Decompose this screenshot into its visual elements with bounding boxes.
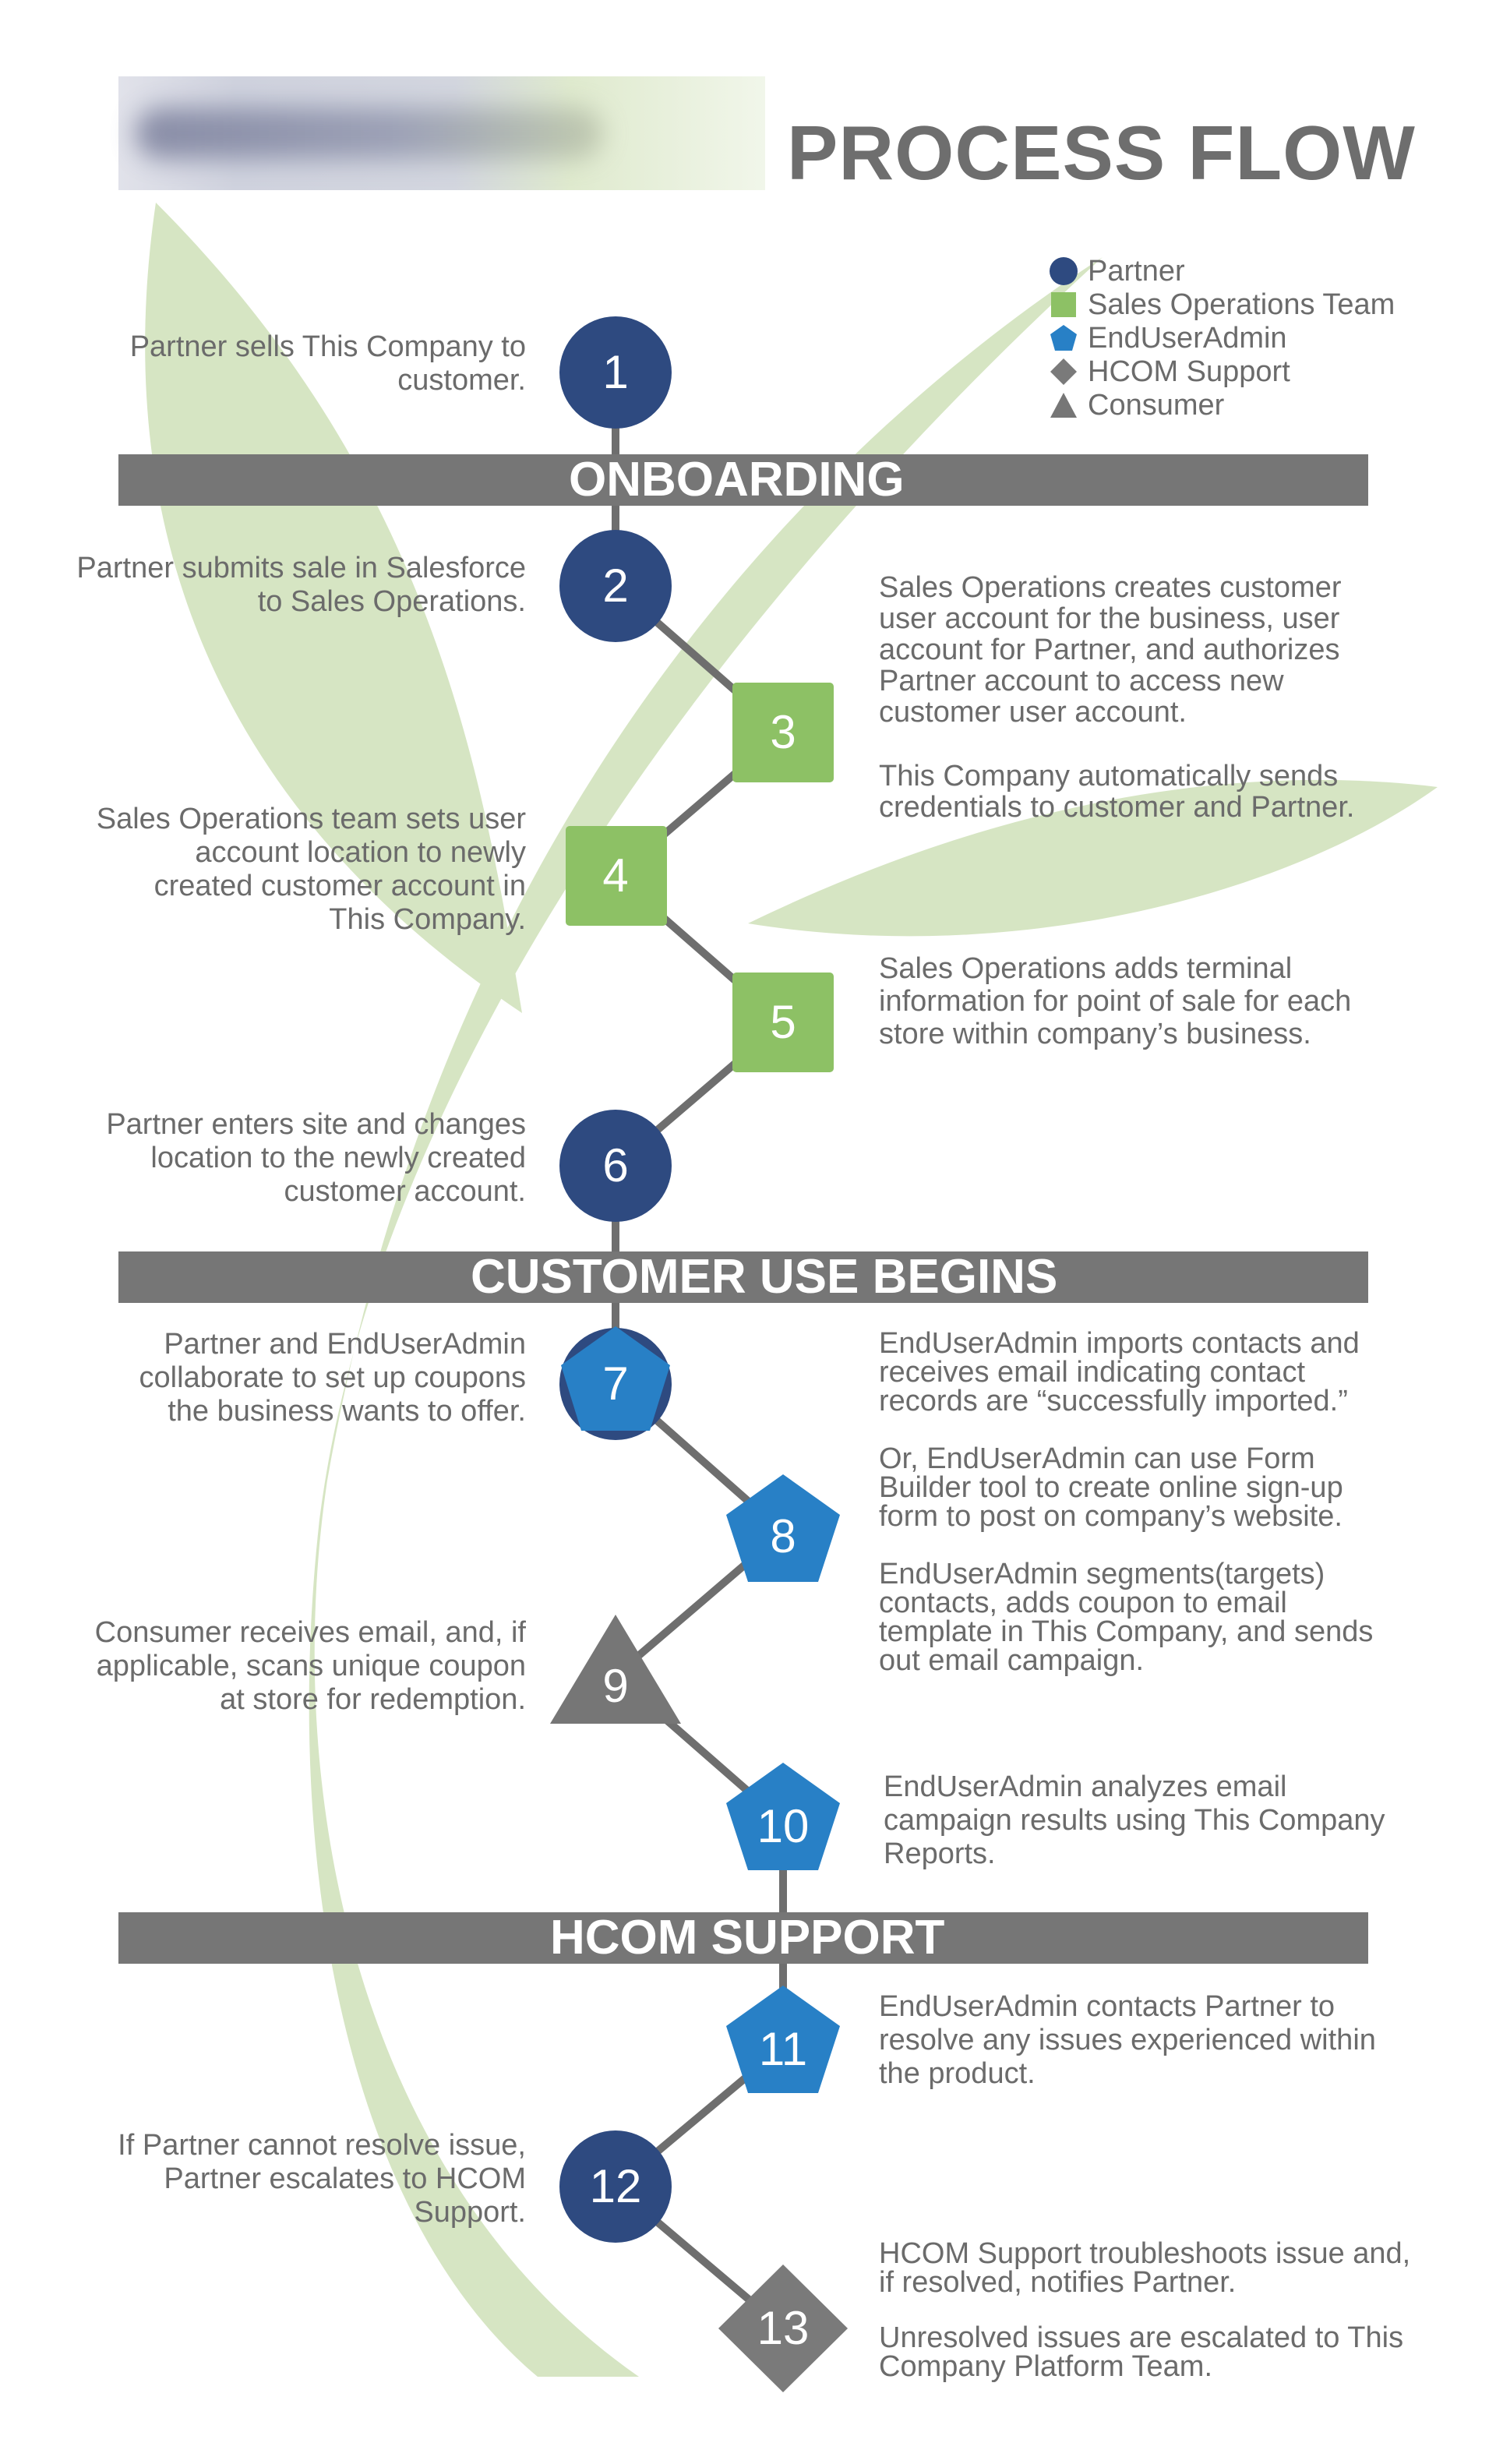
section-label: HCOM SUPPORT bbox=[550, 1911, 945, 1964]
step-13-number: 13 bbox=[757, 2302, 810, 2354]
step-10-shape bbox=[726, 1763, 840, 1870]
section-label: ONBOARDING bbox=[569, 453, 905, 507]
step-8-shape bbox=[726, 1474, 840, 1582]
nodes bbox=[550, 316, 848, 2392]
step-12-number: 12 bbox=[589, 2160, 642, 2212]
step-2-description: Partner submits sale in Salesforce to Sa… bbox=[76, 552, 526, 618]
step-3-description: Sales Operations creates customer user a… bbox=[879, 571, 1342, 729]
step-11-number: 11 bbox=[758, 2023, 808, 2075]
step-13-description: HCOM Support troubleshoots issue and, if… bbox=[879, 2237, 1411, 2299]
pentagon-icon bbox=[1050, 325, 1077, 351]
section-band-customer-use-begins: CUSTOMER USE BEGINS bbox=[118, 1251, 1368, 1303]
legend-label: HCOM Support bbox=[1088, 355, 1290, 388]
right-leaf bbox=[748, 779, 1438, 937]
step-7-number: 7 bbox=[602, 1357, 629, 1410]
legend-item-sales-operations: Sales Operations Team bbox=[1049, 288, 1395, 322]
step-9-shape bbox=[550, 1615, 681, 1724]
step-9-number: 9 bbox=[602, 1660, 629, 1712]
square-icon bbox=[1051, 292, 1076, 317]
step-3-shape bbox=[732, 683, 834, 782]
step-4-shape bbox=[566, 826, 667, 926]
main-stem bbox=[309, 257, 1103, 2377]
step-6-shape bbox=[559, 1110, 672, 1222]
legend-item-partner: Partner bbox=[1049, 254, 1185, 288]
step-11-shape bbox=[726, 1986, 840, 2093]
step-6-number: 6 bbox=[602, 1139, 629, 1191]
step-7-shape bbox=[561, 1326, 670, 1431]
left-leaf bbox=[145, 203, 522, 1013]
step-12-description: If Partner cannot resolve issue, Partner… bbox=[118, 2129, 526, 2229]
step-5-shape bbox=[732, 973, 834, 1072]
legend-item-hcom-support: HCOM Support bbox=[1049, 355, 1290, 389]
step-12-shape bbox=[559, 2130, 672, 2243]
step-10-description: EndUserAdmin analyzes email campaign res… bbox=[884, 1770, 1385, 1870]
triangle-icon bbox=[1050, 393, 1077, 418]
step-5-number: 5 bbox=[770, 996, 796, 1048]
step-8-number: 8 bbox=[770, 1510, 796, 1562]
section-band-onboarding: ONBOARDING bbox=[118, 454, 1368, 506]
step-13-shape bbox=[718, 2265, 848, 2392]
legend-item-enduseradmin: EndUserAdmin bbox=[1049, 321, 1287, 355]
step-9-description: Consumer receives email, and, if applica… bbox=[94, 1616, 526, 1716]
step-1-description: Partner sells This Company to customer. bbox=[129, 330, 526, 397]
step-13-note: Unresolved issues are escalated to This … bbox=[879, 2321, 1404, 2383]
legend-item-consumer: Consumer bbox=[1049, 388, 1224, 422]
step-5-description: Sales Operations adds terminal informati… bbox=[879, 952, 1352, 1050]
legend-label: Sales Operations Team bbox=[1088, 288, 1395, 321]
step-8-note-2: EndUserAdmin segments(targets) contacts,… bbox=[879, 1558, 1374, 1677]
legend-label: Consumer bbox=[1088, 388, 1225, 422]
step-7-description: Partner and EndUserAdmin collaborate to … bbox=[139, 1328, 526, 1428]
circle-icon bbox=[1050, 257, 1078, 285]
step-1-shape bbox=[559, 316, 672, 429]
diamond-icon bbox=[1050, 358, 1077, 385]
step-2-number: 2 bbox=[602, 560, 629, 612]
step-3-number: 3 bbox=[770, 706, 796, 758]
step-4-number: 4 bbox=[602, 849, 629, 902]
step-11-description: EndUserAdmin contacts Partner to resolve… bbox=[879, 1990, 1376, 2090]
legend-label: Partner bbox=[1088, 254, 1185, 288]
company-logo bbox=[118, 76, 765, 190]
step-8-note: Or, EndUserAdmin can use Form Builder to… bbox=[879, 1442, 1343, 1533]
step-6-description: Partner enters site and changes location… bbox=[106, 1108, 526, 1208]
step-10-number: 10 bbox=[757, 1800, 810, 1852]
step-3-note: This Company automatically sends credent… bbox=[879, 760, 1355, 824]
legend-label: EndUserAdmin bbox=[1088, 321, 1287, 355]
step-2-shape bbox=[559, 530, 672, 642]
section-label: CUSTOMER USE BEGINS bbox=[471, 1250, 1058, 1304]
step-4-description: Sales Operations team sets user account … bbox=[96, 803, 526, 936]
step-8-description: EndUserAdmin imports contacts and receiv… bbox=[879, 1327, 1360, 1417]
section-band-hcom-support: HCOM SUPPORT bbox=[118, 1912, 1368, 1964]
step-1-number: 1 bbox=[602, 346, 629, 398]
page-title: PROCESS FLOW bbox=[787, 110, 1416, 196]
